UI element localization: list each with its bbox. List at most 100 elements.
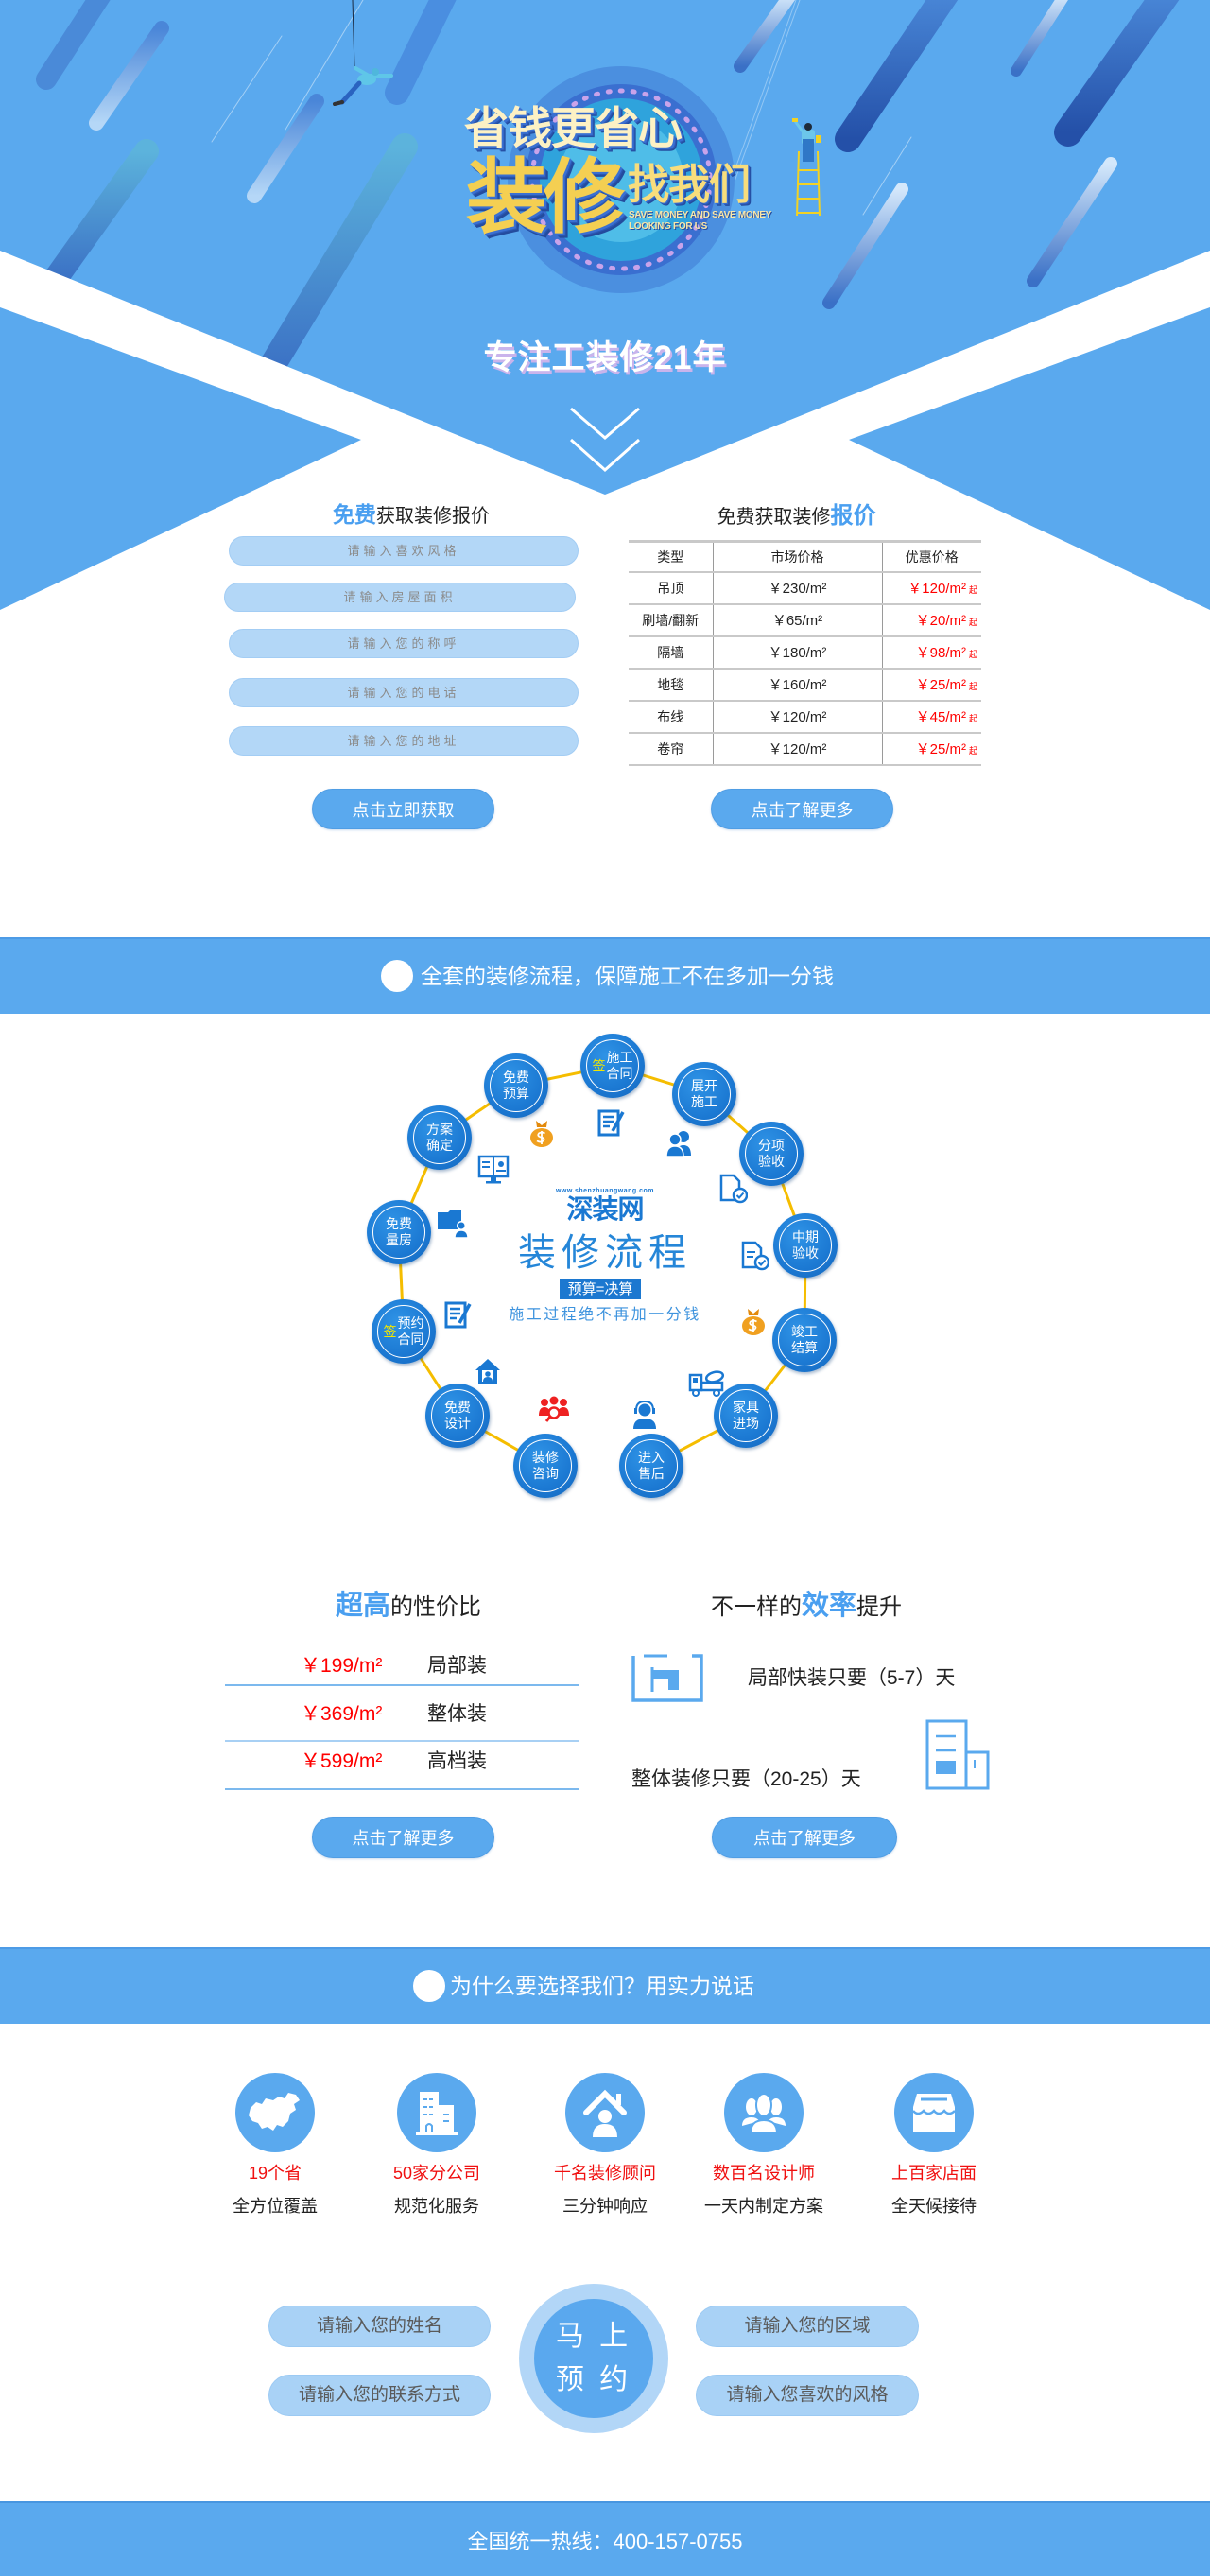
step-label-line-2: 合同 bbox=[606, 1066, 633, 1081]
phone-input[interactable] bbox=[229, 678, 579, 707]
cell-market-price: ￥120/m² bbox=[713, 732, 883, 766]
budget-equals-final-badge: 预算=决算 bbox=[560, 1279, 641, 1299]
step-label-line-1: 装修 bbox=[532, 1450, 559, 1465]
folder-person-icon bbox=[438, 1210, 469, 1239]
process-step-free-budget: 免费预算 bbox=[484, 1053, 548, 1118]
workers-icon bbox=[666, 1131, 691, 1157]
step-label-line-2: 结算 bbox=[791, 1340, 818, 1355]
logo-url: www.shenzhuangwang.com bbox=[555, 1188, 655, 1194]
process-step-booking-contract: 签预约合同 bbox=[372, 1299, 436, 1364]
building-icon bbox=[925, 1719, 990, 1790]
feature-stores-circle bbox=[894, 2073, 974, 2152]
step-label-line-1: 分项 bbox=[758, 1138, 785, 1153]
step-label-line-2: 设计 bbox=[444, 1416, 471, 1431]
document-check-icon bbox=[719, 1174, 748, 1204]
price-learn-more-button[interactable]: 点击了解更多 bbox=[711, 789, 893, 829]
booking-contact-input[interactable] bbox=[268, 2375, 491, 2416]
style-preference-input[interactable] bbox=[229, 536, 579, 566]
house-person-icon bbox=[583, 2089, 627, 2137]
efficiency-title-pre: 不一样的 bbox=[710, 1594, 802, 1620]
from-suffix: 起 bbox=[968, 585, 977, 595]
book-now-button[interactable]: 马 上 预 约 bbox=[519, 2284, 668, 2433]
house-area-input[interactable] bbox=[224, 583, 576, 612]
step-label-line-2: 预算 bbox=[503, 1086, 529, 1101]
discount-value: ￥25/m² bbox=[915, 677, 966, 693]
quote-form-title: 免费获取装修报价 bbox=[235, 496, 587, 529]
process-step-completion-settlement: 竣工结算 bbox=[772, 1308, 837, 1372]
cell-type: 布线 bbox=[629, 700, 714, 734]
ladder-painter-illustration bbox=[792, 118, 821, 217]
column-header-type: 类型 bbox=[629, 540, 714, 573]
tier-label: 整体装 bbox=[427, 1703, 487, 1725]
tier-price: ￥369/m² bbox=[301, 1703, 383, 1725]
quote-form-title-rest: 获取装修报价 bbox=[376, 506, 490, 527]
table-header-row: 类型 市场价格 优惠价格 bbox=[629, 540, 981, 573]
hotline-text: 全国统一热线：400-157-0755 bbox=[467, 2529, 743, 2553]
discount-value: ￥120/m² bbox=[908, 581, 966, 597]
climbing-worker-illustration bbox=[333, 0, 393, 106]
address-input[interactable] bbox=[229, 726, 579, 756]
value-learn-more-button[interactable]: 点击了解更多 bbox=[312, 1817, 494, 1858]
get-quote-button[interactable]: 点击立即获取 bbox=[312, 789, 494, 829]
cell-type: 隔墙 bbox=[629, 635, 714, 670]
name-input[interactable] bbox=[229, 629, 579, 658]
office-building-icon bbox=[416, 2092, 458, 2135]
feature-description: 三分钟响应 bbox=[562, 2197, 648, 2216]
drill-frame-icon bbox=[631, 1654, 703, 1702]
designers-group-icon bbox=[742, 2093, 786, 2134]
step-label-line-2: 售后 bbox=[638, 1466, 665, 1481]
process-step-plan-confirm: 方案确定 bbox=[407, 1105, 472, 1170]
process-title: 装修流程 bbox=[518, 1232, 692, 1274]
tier-divider bbox=[225, 1684, 579, 1686]
from-suffix: 起 bbox=[968, 682, 977, 691]
efficiency-title-accent: 效率 bbox=[801, 1591, 856, 1621]
step-label-line-2: 进场 bbox=[733, 1416, 759, 1431]
booking-name-input[interactable] bbox=[268, 2306, 491, 2347]
document-check-icon bbox=[741, 1241, 769, 1271]
step-label-line-1: 家具 bbox=[733, 1400, 759, 1415]
headline-badge-circle bbox=[508, 66, 735, 293]
step-label-line-1: 免费 bbox=[444, 1400, 471, 1415]
step-label-line-2: 合同 bbox=[397, 1332, 424, 1347]
efficiency-learn-more-button[interactable]: 点击了解更多 bbox=[712, 1817, 897, 1858]
house-person-icon bbox=[475, 1359, 500, 1384]
book-now-line-2: 预 约 bbox=[555, 2364, 632, 2395]
cell-type: 地毯 bbox=[629, 668, 714, 702]
from-suffix: 起 bbox=[968, 650, 977, 659]
booking-style-input[interactable] bbox=[696, 2375, 919, 2416]
brand-logo: 深装网 bbox=[566, 1194, 644, 1224]
china-map-icon bbox=[249, 2093, 300, 2131]
booking-region-input[interactable] bbox=[696, 2306, 919, 2347]
process-subtitle: 施工过程绝不再加一分钱 bbox=[509, 1307, 701, 1323]
step-label-line-1: 免费 bbox=[503, 1070, 529, 1085]
step-label-line-1: 进入 bbox=[638, 1450, 665, 1465]
hero-tagline: 专注工装修21年 bbox=[483, 339, 727, 376]
feature-description: 全方位覆盖 bbox=[233, 2197, 318, 2216]
feature-description: 规范化服务 bbox=[394, 2197, 479, 2216]
team-search-icon bbox=[539, 1396, 569, 1422]
book-now-button-inner[interactable]: 马 上 预 约 bbox=[534, 2299, 653, 2418]
cell-market-price: ￥120/m² bbox=[713, 700, 883, 734]
double-chevron-down-icon[interactable] bbox=[567, 405, 643, 475]
step-label-line-2: 验收 bbox=[758, 1154, 785, 1169]
tier-price: ￥199/m² bbox=[301, 1655, 383, 1677]
circle-bullet-icon bbox=[413, 1970, 445, 2002]
cell-market-price: ￥230/m² bbox=[713, 571, 883, 605]
slogan-en-line-1: SAVE MONEY AND SAVE MONEY bbox=[629, 210, 772, 220]
contract-pen-icon bbox=[444, 1301, 472, 1329]
price-table-title: 免费获取装修报价 bbox=[620, 496, 973, 530]
process-banner: 全套的装修流程，保障施工不在多加一分钱 bbox=[0, 937, 1210, 1014]
cell-market-price: ￥160/m² bbox=[713, 668, 883, 702]
why-us-banner: 为什么要选择我们？用实力说话 bbox=[0, 1947, 1210, 2024]
why-us-banner-text: 为什么要选择我们？用实力说话 bbox=[450, 1974, 754, 1998]
cell-type: 吊顶 bbox=[629, 571, 714, 605]
circle-bullet-icon bbox=[381, 960, 413, 992]
discount-value: ￥45/m² bbox=[915, 709, 966, 725]
